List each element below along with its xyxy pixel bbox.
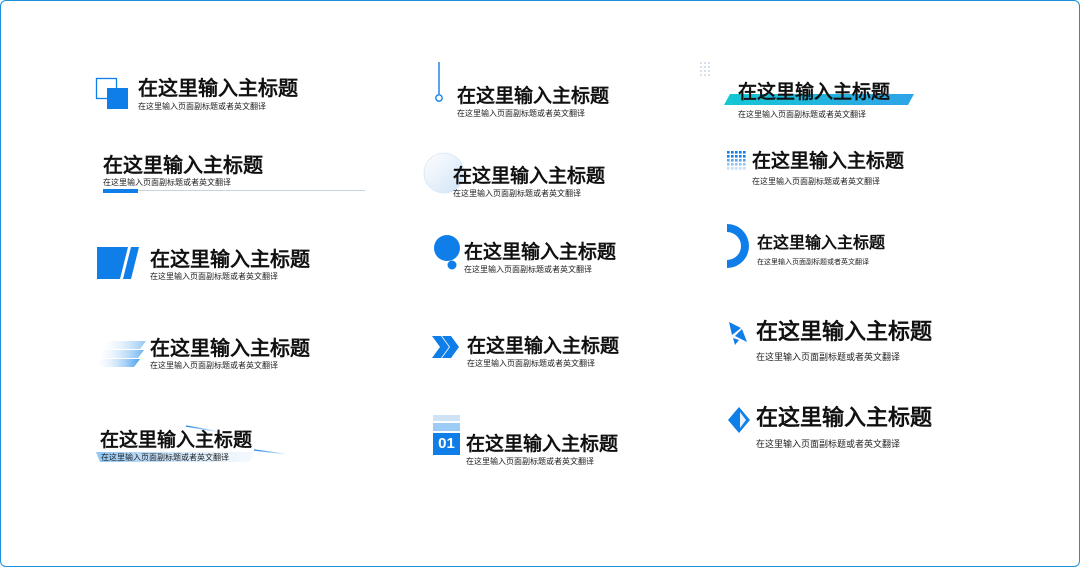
main-title: 在这里输入主标题 [467,335,620,357]
subtitle: 在这里输入页面副标题或者英文翻译 [752,177,880,186]
main-title: 在这里输入主标题 [150,247,310,271]
number-badge-decoration-icon [433,415,460,431]
main-title: 在这里输入主标题 [464,241,617,263]
subtitle: 在这里输入页面副标题或者英文翻译 [464,265,592,274]
subtitle: 在这里输入页面副标题或者英文翻译 [466,457,594,466]
main-title: 在这里输入主标题 [453,165,606,187]
main-title: 在这里输入主标题 [138,76,298,100]
main-title: 在这里输入主标题 [103,153,263,177]
main-title: 在这里输入主标题 [100,429,253,451]
subtitle: 在这里输入页面副标题或者英文翻译 [101,453,229,462]
swoosh-lines-icon [96,425,287,462]
slanted-blocks-icon [97,247,139,279]
main-title: 在这里输入主标题 [756,320,933,345]
subtitle: 在这里输入页面副标题或者英文翻译 [150,361,278,370]
subtitle: 在这里输入页面副标题或者英文翻译 [738,110,866,119]
dot-grid-icon [700,62,710,76]
triangles-icon [729,322,747,345]
subtitle: 在这里输入页面副标题或者英文翻译 [756,353,901,363]
subtitle: 在这里输入页面副标题或者英文翻译 [757,258,869,266]
overlapping-squares-icon [95,77,128,109]
speech-dots-icon [434,235,460,270]
subtitle: 在这里输入页面副标题或者英文翻译 [756,440,901,450]
dot-grid-icon [727,151,746,170]
main-title: 在这里输入主标题 [150,336,310,360]
subtitle: 在这里输入页面副标题或者英文翻译 [103,178,231,187]
number-badge-icon: 01 [433,433,460,455]
stacked-planes-icon [96,341,146,367]
cyan-parallelogram-highlight-icon [724,94,914,105]
main-title: 在这里输入主标题 [738,81,891,103]
diamond-icon [728,407,750,433]
vertical-line-dot-icon [435,62,443,102]
main-title: 在这里输入主标题 [752,150,905,172]
double-chevron-icon [432,336,459,358]
subtitle: 在这里输入页面副标题或者英文翻译 [467,359,595,368]
subtitle: 在这里输入页面副标题或者英文翻译 [457,109,585,118]
main-title: 在这里输入主标题 [457,85,610,107]
underline-bar-icon [103,189,365,193]
half-ring-icon [727,224,749,268]
pale-circle-icon [423,152,465,194]
main-title: 在这里输入主标题 [757,233,886,252]
main-title: 在这里输入主标题 [756,406,933,431]
subtitle: 在这里输入页面副标题或者英文翻译 [150,272,278,281]
subtitle: 在这里输入页面副标题或者英文翻译 [138,102,266,111]
main-title: 在这里输入主标题 [466,433,619,455]
subtitle: 在这里输入页面副标题或者英文翻译 [453,189,581,198]
